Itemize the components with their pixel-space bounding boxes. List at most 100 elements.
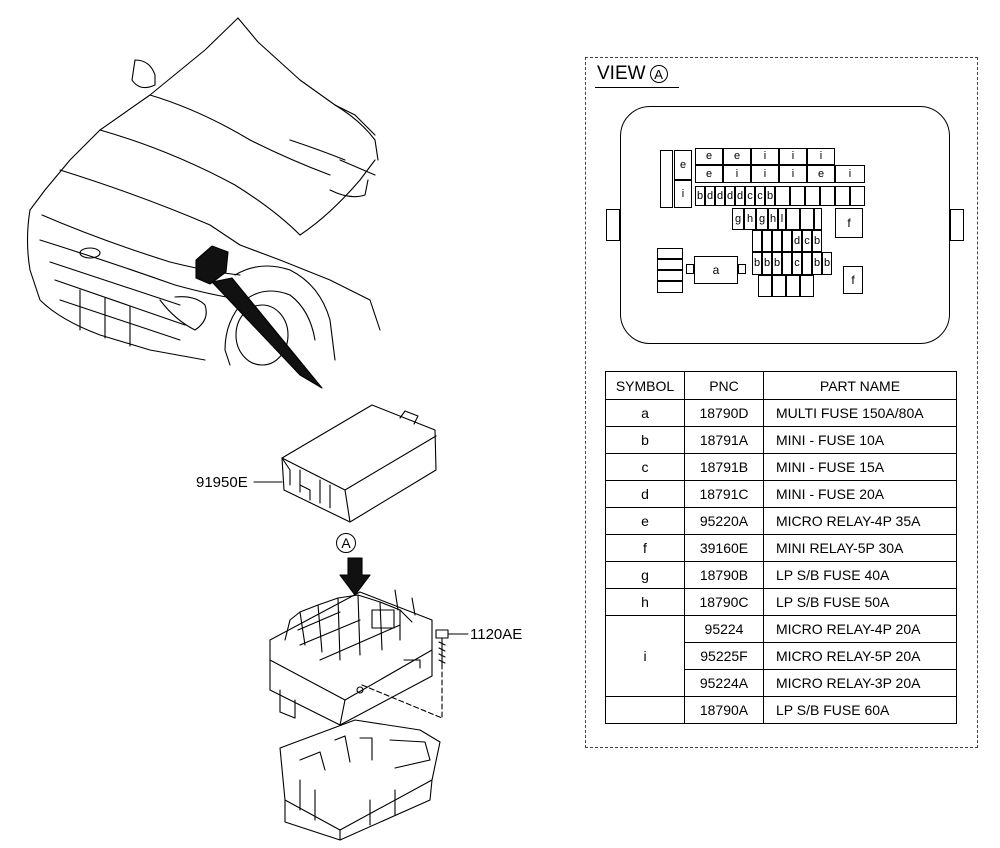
fuse-box-cover-91950E bbox=[281, 404, 437, 523]
relay-slot bbox=[657, 270, 683, 281]
fuse-slot: h bbox=[744, 208, 756, 230]
fuse-slot: h bbox=[768, 208, 778, 230]
parts-table: SYMBOL PNC PART NAME a 18790D MULTI FUSE… bbox=[605, 371, 957, 724]
fuse-box-location-marker bbox=[195, 245, 229, 285]
fuse-slot: c bbox=[802, 230, 812, 252]
fuse-slot bbox=[786, 208, 800, 230]
fuse-slot bbox=[752, 230, 762, 252]
fuse-slot bbox=[814, 208, 822, 230]
view-a-marker: A bbox=[336, 533, 356, 553]
fuse-slot bbox=[820, 186, 835, 206]
cell-pnc: 95224 bbox=[684, 615, 764, 643]
cell-symbol: b bbox=[605, 426, 685, 454]
fuse-slot: e bbox=[723, 148, 751, 165]
fuse-slot bbox=[782, 230, 792, 252]
fuse-slot bbox=[762, 230, 772, 252]
mount-tab-left bbox=[606, 209, 620, 241]
fuse-slot bbox=[835, 186, 850, 206]
fuse-slot: d bbox=[715, 186, 725, 206]
car-front-illustration bbox=[26, 17, 381, 366]
table-row: f 39160E MINI RELAY-5P 30A bbox=[605, 534, 957, 562]
fuse-slot: d bbox=[735, 186, 745, 206]
relay-f: f bbox=[835, 208, 863, 238]
cell-symbol: e bbox=[605, 507, 685, 535]
header-symbol: SYMBOL bbox=[605, 371, 685, 400]
cell-part-name: MINI - FUSE 10A bbox=[763, 426, 957, 454]
cell-part-name: MINI RELAY-5P 30A bbox=[763, 534, 957, 562]
fuse-slot: g bbox=[756, 208, 768, 230]
cell-part-name: LP S/B FUSE 50A bbox=[763, 588, 957, 616]
fuse-slot bbox=[775, 186, 790, 206]
view-a-frame bbox=[585, 57, 978, 748]
fuse-slot: e bbox=[674, 150, 692, 180]
view-marker-circle: A bbox=[649, 65, 668, 83]
fuse-slot bbox=[660, 150, 673, 208]
fuse-slot: b bbox=[695, 186, 705, 206]
cell-part-name: LP S/B FUSE 40A bbox=[763, 561, 957, 589]
fuse-box-top-view bbox=[620, 106, 950, 344]
table-row: g 18790B LP S/B FUSE 40A bbox=[605, 561, 957, 589]
fuse-slot: d bbox=[705, 186, 715, 206]
view-label: VIEW bbox=[597, 63, 646, 84]
arrow-down bbox=[339, 557, 371, 596]
fuse-slot: e bbox=[695, 148, 723, 165]
fuse-slot: b bbox=[822, 252, 832, 275]
fuse-slot: b bbox=[772, 252, 782, 275]
relay-slot bbox=[657, 281, 683, 293]
relay-slot bbox=[657, 259, 683, 270]
cell-part-name: MICRO RELAY-4P 35A bbox=[763, 507, 957, 535]
fuse-slot bbox=[782, 252, 792, 275]
cell-pnc: 18791B bbox=[684, 453, 764, 481]
fuse-slot bbox=[800, 275, 814, 297]
table-header-row: SYMBOL PNC PART NAME bbox=[605, 371, 957, 400]
fuse-slot: i bbox=[835, 165, 865, 183]
callout-91950E: 91950E bbox=[196, 474, 248, 491]
multi-fuse-terminal bbox=[686, 264, 694, 274]
cell-part-name: MINI - FUSE 20A bbox=[763, 480, 957, 508]
cell-pnc: 95220A bbox=[684, 507, 764, 535]
fuse-slot: d bbox=[725, 186, 735, 206]
cell-symbol: g bbox=[605, 561, 685, 589]
fuse-slot: e bbox=[695, 165, 723, 183]
table-row: b 18791A MINI - FUSE 10A bbox=[605, 426, 957, 454]
fuse-slot bbox=[786, 275, 800, 297]
fuse-slot: c bbox=[792, 252, 802, 275]
cell-symbol: a bbox=[605, 399, 685, 427]
cell-part-name: MULTI FUSE 150A/80A bbox=[763, 399, 957, 427]
cell-symbol: d bbox=[605, 480, 685, 508]
fuse-slot: e bbox=[807, 165, 835, 183]
relay-f: f bbox=[843, 266, 863, 294]
fuse-slot: i bbox=[779, 148, 807, 165]
fuse-slot bbox=[758, 275, 772, 297]
fuse-slot bbox=[790, 186, 805, 206]
cell-symbol: h bbox=[605, 588, 685, 616]
fuse-slot: b bbox=[812, 230, 822, 252]
cell-pnc: 18790A bbox=[684, 696, 764, 724]
table-row: d 18791C MINI - FUSE 20A bbox=[605, 480, 957, 508]
mount-tab-right bbox=[950, 209, 964, 241]
leader-wedge bbox=[211, 277, 323, 389]
fuse-slot: i bbox=[751, 165, 779, 183]
fuse-slot bbox=[772, 275, 786, 297]
cell-pnc: 18791C bbox=[684, 480, 764, 508]
junction-block-body bbox=[269, 589, 433, 726]
cell-part-name: MINI - FUSE 15A bbox=[763, 453, 957, 481]
fuse-slot: i bbox=[807, 148, 835, 165]
table-row: 18790A LP S/B FUSE 60A bbox=[605, 696, 957, 724]
header-pnc: PNC bbox=[684, 371, 764, 400]
fuse-slot: d bbox=[792, 230, 802, 252]
fuse-slot: b bbox=[762, 252, 772, 275]
cell-part-name: MICRO RELAY-4P 20A bbox=[763, 615, 957, 643]
cell-part-name: MICRO RELAY-3P 20A bbox=[763, 669, 957, 697]
fuse-slot: b bbox=[752, 252, 762, 275]
fuse-slot bbox=[805, 186, 820, 206]
view-title-underline bbox=[595, 87, 679, 88]
fuse-slot bbox=[850, 186, 865, 206]
cell-symbol: i bbox=[605, 615, 685, 697]
fuse-slot bbox=[802, 252, 812, 275]
junction-block-lower-case bbox=[279, 719, 441, 841]
fuse-slot: l bbox=[778, 208, 786, 230]
view-title: VIEW A bbox=[597, 63, 668, 85]
